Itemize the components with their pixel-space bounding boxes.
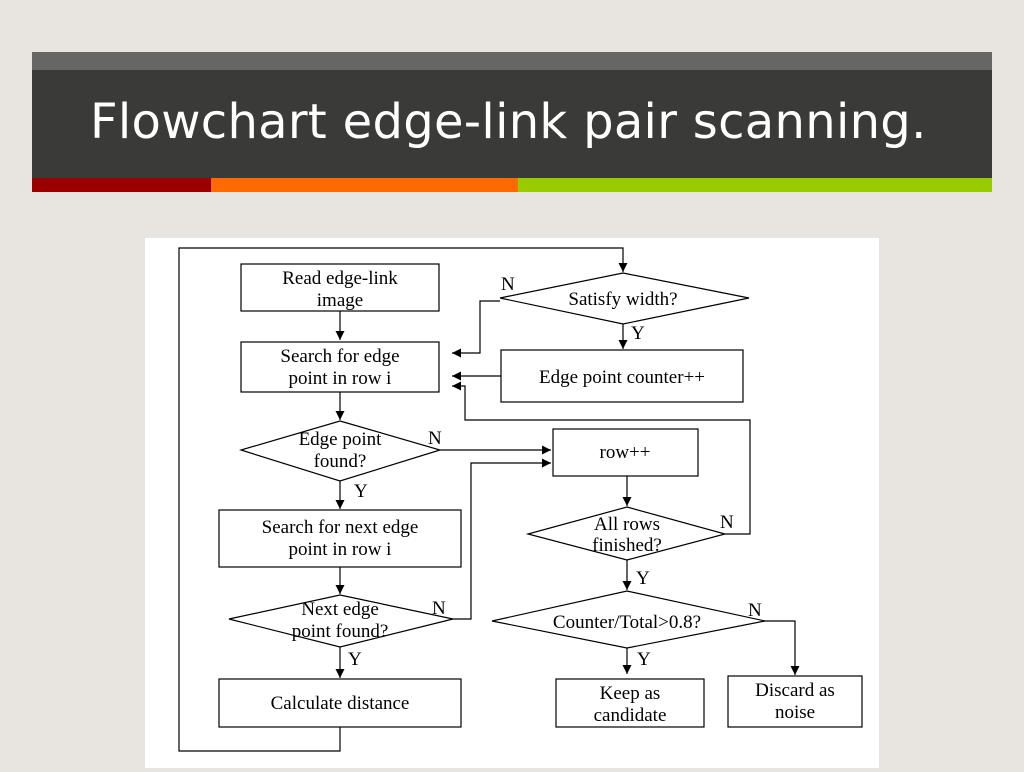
edge-counter-label: Edge point counter++ [539, 367, 705, 388]
title-top-strip [32, 52, 992, 70]
next-found-label-1: Next edge [301, 599, 379, 620]
counter-yes-label: Y [637, 649, 651, 670]
edge-found-label-1: Edge point [299, 429, 383, 450]
search-next-box [218, 509, 462, 568]
accent-green-segment [518, 178, 992, 192]
keep-candidate-label-2: candidate [594, 705, 667, 726]
counter-total-diamond [491, 590, 766, 649]
arrow-distance-to-width [178, 247, 628, 752]
discard-noise-box [727, 675, 863, 728]
arrow-nextfound-no [453, 458, 551, 620]
all-rows-yes-label: Y [636, 568, 650, 589]
next-found-no-label: N [432, 598, 446, 619]
calc-distance-label: Calculate distance [271, 693, 410, 714]
next-found-diamond [228, 594, 454, 648]
flowchart-panel: Read edge-link image Search for edge poi… [145, 238, 879, 768]
edge-found-label-2: found? [314, 451, 367, 472]
arrow-counter-no [765, 620, 800, 675]
search-edge-label-1: Search for edge [280, 346, 399, 367]
keep-candidate-label-1: Keep as [600, 683, 661, 704]
slide-title: Flowchart edge-link pair scanning. [90, 94, 927, 150]
counter-total-label: Counter/Total>0.8? [553, 612, 701, 633]
edge-found-no-label: N [428, 428, 442, 449]
flowchart-diagram: Read edge-link image Search for edge poi… [178, 247, 863, 752]
keep-candidate-box [555, 678, 705, 728]
calc-distance-box [218, 678, 462, 728]
arrow-width-no [452, 300, 500, 358]
satisfy-width-diamond [499, 272, 750, 325]
search-next-label-2: point in row i [289, 539, 392, 560]
search-edge-label-2: point in row i [289, 368, 392, 389]
read-image-label-1: Read edge-link [282, 268, 398, 289]
accent-orange-segment [211, 178, 518, 192]
discard-noise-label-1: Discard as [755, 680, 835, 701]
satisfy-width-label: Satisfy width? [568, 289, 677, 310]
all-rows-label-2: finished? [592, 535, 662, 556]
edge-found-yes-label: Y [354, 481, 368, 502]
read-image-box [240, 263, 440, 312]
accent-red-segment [32, 178, 211, 192]
all-rows-no-label: N [720, 512, 734, 533]
read-image-label-2: image [317, 290, 363, 311]
next-found-yes-label: Y [348, 649, 362, 670]
next-found-label-2: point found? [292, 621, 389, 642]
search-edge-box [240, 341, 440, 393]
arrow-allrows-no [452, 381, 751, 535]
counter-no-label: N [748, 600, 762, 621]
edge-found-diamond [238, 420, 443, 482]
search-next-label-1: Search for next edge [262, 517, 419, 538]
all-rows-label-1: All rows [594, 514, 660, 535]
width-yes-label: Y [631, 323, 645, 344]
title-bar: Flowchart edge-link pair scanning. [32, 52, 992, 178]
row-increment-box [552, 428, 699, 477]
accent-strip [32, 178, 992, 192]
row-increment-label: row++ [600, 442, 651, 463]
all-rows-diamond [525, 506, 728, 561]
edge-counter-box [500, 349, 744, 403]
width-no-label: N [501, 274, 515, 295]
discard-noise-label-2: noise [775, 702, 815, 723]
